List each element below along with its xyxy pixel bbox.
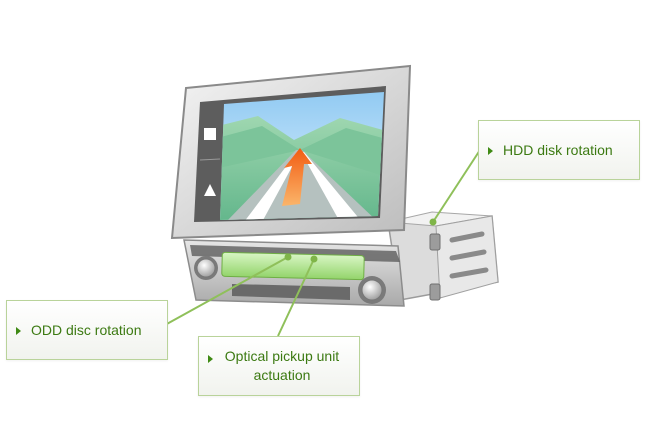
right-knob [361, 279, 383, 301]
bullet-triangle-icon [488, 147, 493, 155]
callout-label: Optical pickup unit actuation [224, 348, 340, 383]
callout-hdd-disk-rotation: HDD disk rotation [478, 120, 640, 180]
callout-odd-disc-rotation: ODD disc rotation [6, 300, 168, 360]
navigation-arrow-icon [282, 148, 312, 206]
bullet-triangle-icon [16, 327, 21, 335]
stop-square-icon [204, 128, 216, 140]
callout-label: HDD disk rotation [503, 141, 613, 158]
callout-label: ODD disc rotation [31, 321, 142, 338]
display-screen [170, 64, 412, 240]
leader-lines [164, 149, 481, 337]
display-panel [221, 251, 365, 281]
eject-triangle-icon [204, 184, 216, 196]
disc-slot [232, 284, 350, 300]
bullet-triangle-icon [208, 355, 213, 363]
head-unit-body [183, 239, 405, 307]
callout-optical-pickup-actuation: Optical pickup unit actuation [198, 336, 360, 396]
leader-dots [284, 218, 437, 263]
hdd-chassis [387, 211, 499, 301]
left-knob [196, 258, 216, 278]
